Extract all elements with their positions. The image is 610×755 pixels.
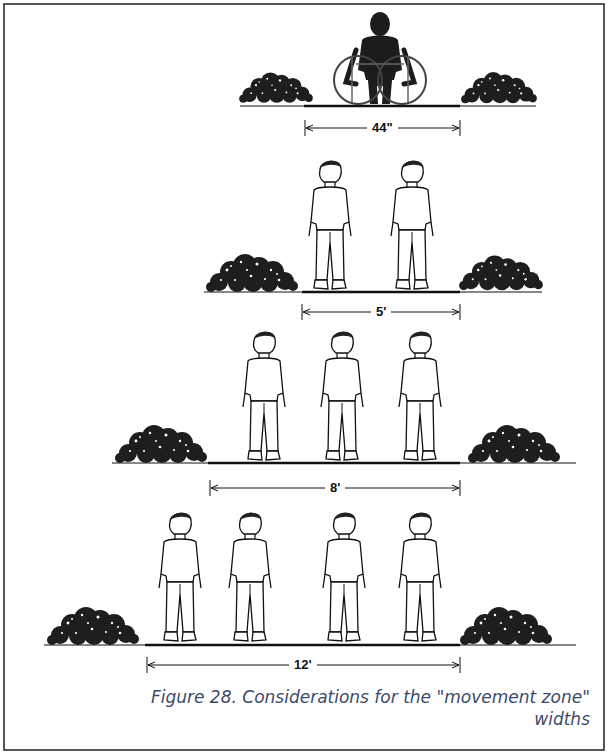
jogger xyxy=(159,513,201,641)
dimension-line xyxy=(302,304,460,320)
ground-line xyxy=(204,292,542,293)
path-surface xyxy=(208,462,460,465)
dimension-label: 8' xyxy=(325,480,345,496)
dimension-label: 44" xyxy=(367,120,398,136)
shrub xyxy=(206,254,298,292)
ground-line xyxy=(112,463,576,464)
shrub xyxy=(115,425,207,463)
path-surface xyxy=(304,105,460,108)
path-surface xyxy=(302,291,460,294)
dimension-line xyxy=(305,120,460,136)
pedestrian xyxy=(399,332,441,460)
dimension-line xyxy=(210,480,460,496)
pedestrian xyxy=(309,161,351,289)
shrub xyxy=(461,72,537,103)
pedestrian xyxy=(229,513,271,641)
frame xyxy=(4,4,604,750)
shrub xyxy=(47,607,139,645)
shrub xyxy=(468,425,560,463)
pedestrian xyxy=(321,332,363,460)
shrub xyxy=(460,607,552,645)
shrub xyxy=(459,256,543,291)
wheelchair-user xyxy=(334,12,426,104)
pedestrian xyxy=(243,332,285,460)
pedestrian xyxy=(399,513,441,641)
figure-caption: Figure 28. Considerations for the "movem… xyxy=(130,686,590,730)
pedestrian xyxy=(323,513,365,641)
path-surface xyxy=(145,644,460,647)
dimension-label: 5' xyxy=(371,304,391,320)
ground-line xyxy=(240,106,536,107)
shrub xyxy=(239,72,313,102)
pedestrian xyxy=(391,161,433,289)
dimension-label: 12' xyxy=(289,657,317,673)
ground-line xyxy=(44,645,576,646)
dimension-line xyxy=(147,657,460,673)
